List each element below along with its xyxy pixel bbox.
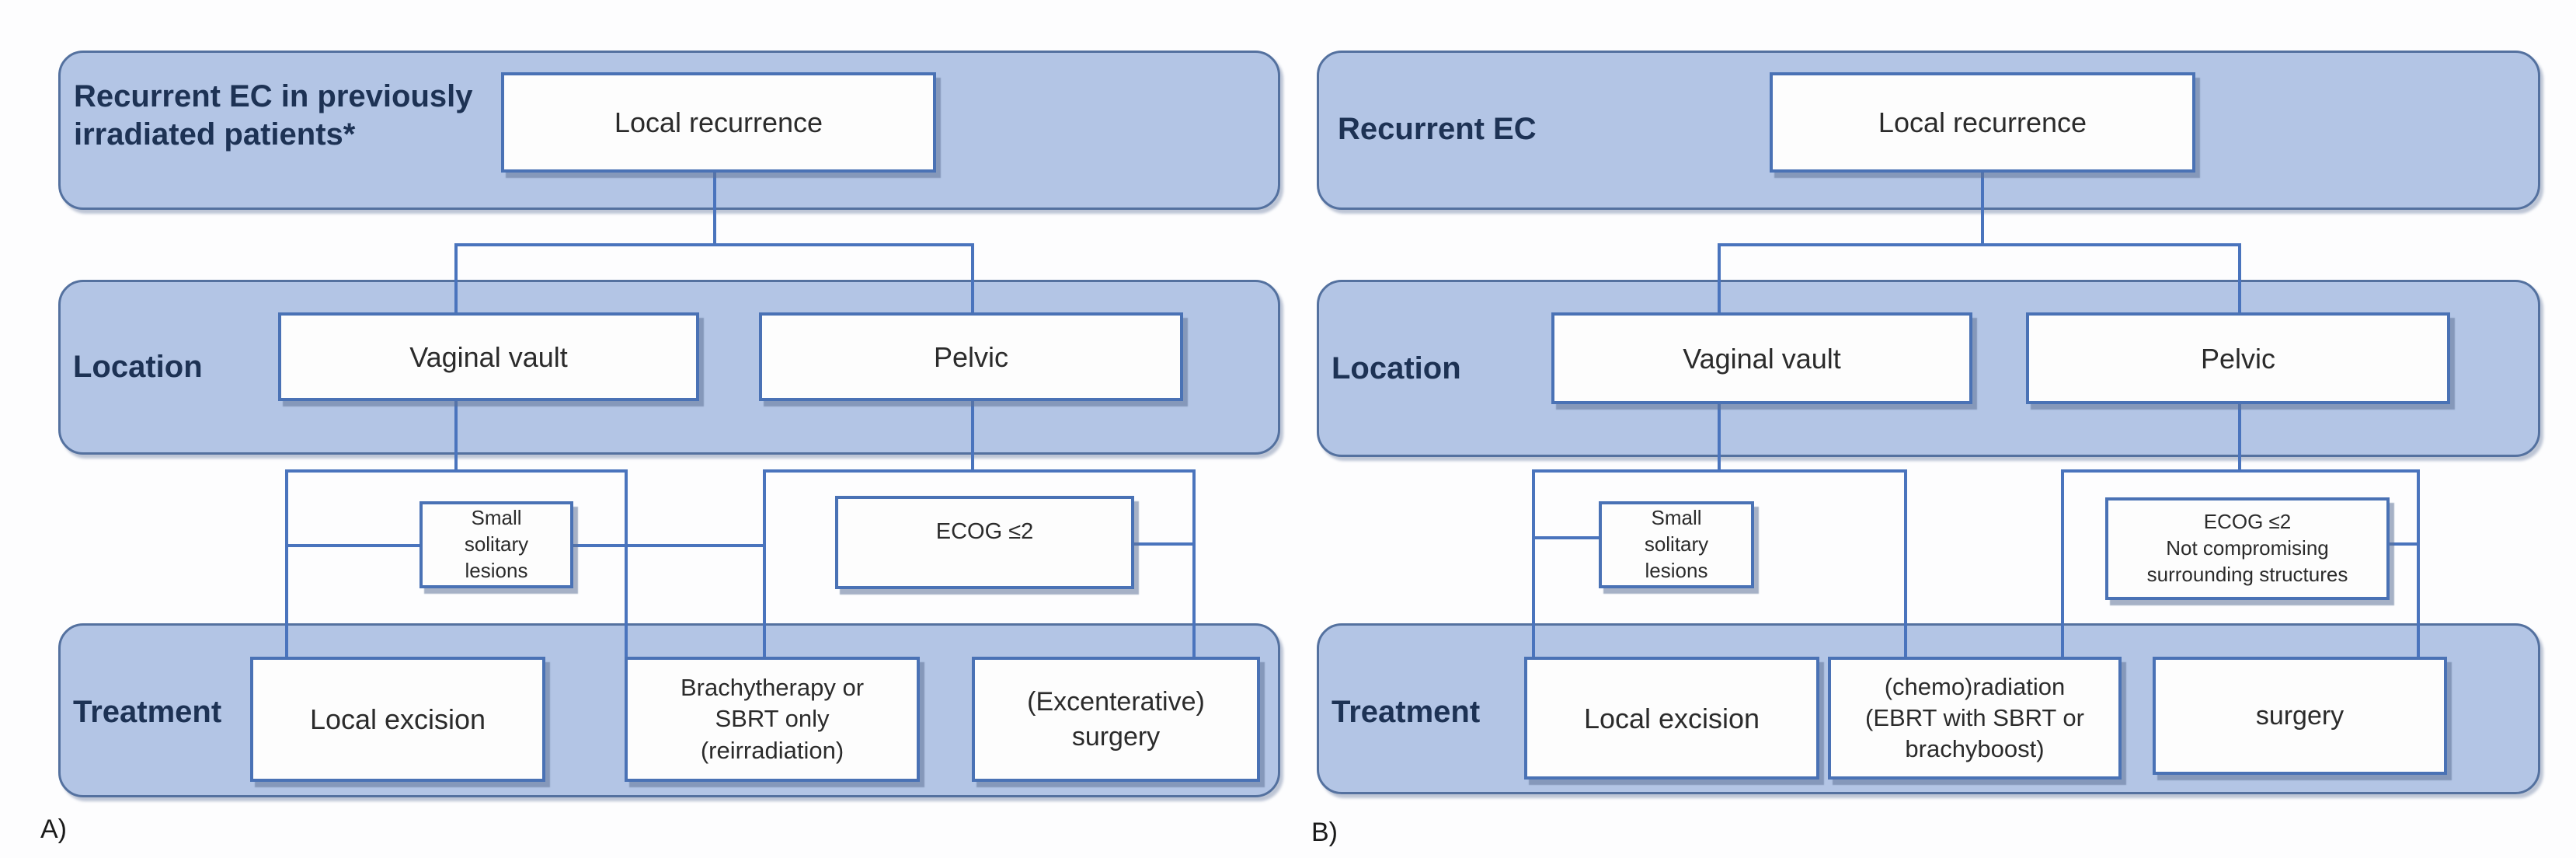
node-label: ECOG ≤2 Not compromising surrounding str…	[2118, 509, 2377, 588]
node-brachytherapy: Brachytherapy or SBRT only (reirradiatio…	[625, 657, 920, 782]
connector-line	[1532, 469, 1535, 658]
connector-line	[2238, 243, 2241, 314]
connector-line	[2061, 469, 2420, 473]
node-pelvic: Pelvic	[759, 312, 1183, 401]
node-label: Vaginal vault	[409, 340, 568, 373]
node-label: Vaginal vault	[1683, 342, 1841, 375]
connector-line	[1532, 469, 1907, 473]
connector-line	[1532, 536, 1602, 539]
connector-line	[713, 173, 716, 245]
connector-line	[763, 469, 1196, 473]
connector-line	[2238, 404, 2241, 473]
node-label-line2: Not compromising surrounding structures	[2146, 536, 2348, 586]
connector-line	[763, 469, 766, 658]
node-label: Pelvic	[2200, 342, 2276, 375]
connector-line	[454, 243, 458, 314]
node-label: Small solitary lesions	[1644, 506, 1709, 582]
connector-line	[1718, 243, 2241, 246]
node-local-excision: Local excision	[1524, 657, 1819, 780]
connector-line	[971, 401, 974, 473]
connector-line	[571, 544, 765, 547]
connector-line	[1718, 243, 1721, 314]
connector-line	[1192, 469, 1196, 658]
panel-b-header-label: Recurrent EC	[1338, 112, 1537, 146]
node-excenterative-surgery: (Excenterative) surgery	[972, 657, 1260, 782]
node-ecog: ECOG ≤2 Not compromising surrounding str…	[2105, 497, 2390, 600]
connector-line	[2061, 469, 2064, 658]
connector-line	[2388, 542, 2420, 546]
panel-a-location-label: Location	[73, 350, 203, 384]
node-label: Local excision	[1583, 702, 1760, 734]
node-label: Local recurrence	[614, 106, 823, 138]
node-surgery: surgery	[2153, 657, 2447, 775]
panel-b-tag: B)	[1311, 818, 1338, 847]
panel-a-treatment-label: Treatment	[73, 695, 222, 729]
connector-line	[1981, 173, 1984, 245]
connector-line	[285, 469, 288, 658]
node-local-excision: Local excision	[250, 657, 545, 782]
panel-a-tag: A)	[40, 814, 67, 844]
node-label: Brachytherapy or SBRT only (reirradiatio…	[680, 674, 865, 764]
panel-a-header-label: Recurrent EC in previously irradiated pa…	[74, 79, 473, 152]
connector-line	[625, 469, 628, 658]
node-pelvic: Pelvic	[2026, 312, 2450, 404]
node-vaginal-vault: Vaginal vault	[278, 312, 699, 401]
connector-line	[285, 469, 628, 473]
panel-b-location-label: Location	[1332, 351, 1461, 385]
connector-line	[1904, 469, 1907, 658]
node-label: Local recurrence	[1878, 106, 2087, 138]
connector-line	[454, 401, 458, 473]
node-label: Pelvic	[933, 340, 1009, 373]
connector-line	[2417, 469, 2420, 658]
connector-line	[1718, 404, 1721, 473]
node-label-line1: ECOG ≤2	[2203, 510, 2292, 534]
node-label: ECOG ≤2	[935, 519, 1034, 544]
node-local-recurrence: Local recurrence	[1770, 72, 2195, 173]
node-local-recurrence: Local recurrence	[501, 72, 936, 173]
node-chemoradiation: (chemo)radiation (EBRT with SBRT or brac…	[1828, 657, 2122, 780]
connector-line	[1133, 542, 1195, 546]
node-label: Local excision	[309, 703, 486, 735]
node-small-solitary-lesions: Small solitary lesions	[419, 501, 573, 588]
node-small-solitary-lesions: Small solitary lesions	[1599, 501, 1754, 588]
node-label: surgery	[2255, 700, 2345, 731]
node-label: (chemo)radiation (EBRT with SBRT or brac…	[1865, 672, 2084, 763]
node-label: (Excenterative) surgery	[1027, 687, 1205, 752]
node-ecog: ECOG ≤2	[835, 496, 1134, 589]
node-vaginal-vault: Vaginal vault	[1551, 312, 1972, 404]
connector-line	[285, 544, 421, 547]
node-label: Small solitary lesions	[464, 506, 529, 582]
panel-b-treatment-label: Treatment	[1332, 695, 1481, 729]
connector-line	[971, 243, 974, 314]
connector-line	[454, 243, 974, 246]
